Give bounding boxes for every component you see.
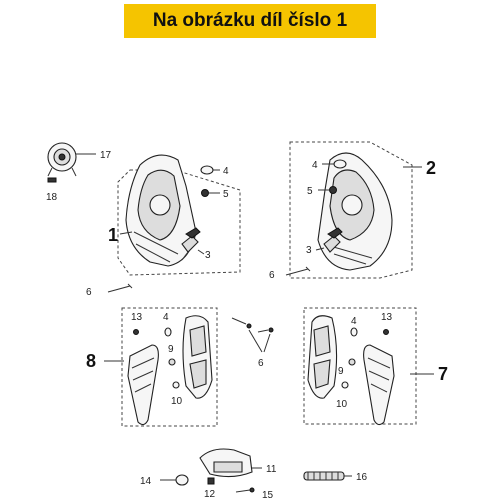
license-plate-light-part (199, 448, 253, 478)
banner-text: Na obrázku díl číslo 1 (152, 10, 348, 31)
clip-part (207, 477, 215, 485)
callout-8: 8 (86, 351, 96, 371)
callout-18: 18 (46, 192, 58, 203)
group-outline-1 (117, 169, 241, 276)
callout-4d: 4 (351, 316, 357, 327)
callout-4a: 4 (223, 166, 229, 177)
callout-3a: 3 (205, 250, 211, 261)
callout-4b: 4 (312, 160, 318, 171)
screw-6-left (107, 283, 133, 293)
small-screw-part (235, 487, 255, 493)
callout-16: 16 (356, 472, 368, 483)
left-tail-housing-part (182, 315, 213, 399)
part-number-banner: Na obrázku díl číslo 1 (124, 4, 376, 38)
callout-13b: 13 (381, 312, 393, 323)
leader-3b (315, 247, 325, 251)
leader-1 (119, 231, 133, 235)
horn-part (47, 142, 77, 177)
group-outline-2 (289, 141, 413, 279)
callout-6c: 6 (258, 358, 264, 369)
plate-bulb-part (175, 474, 189, 486)
callout-15: 15 (262, 490, 274, 500)
callout-12: 12 (204, 489, 216, 500)
bulb-part-right (333, 159, 347, 169)
left-tail-lens-part (127, 344, 159, 426)
main-bulb-part-right (323, 227, 343, 253)
right-tail-lens-part (363, 344, 395, 426)
callout-6a: 6 (86, 287, 92, 298)
bulb-part (200, 165, 214, 175)
group-outline-7 (303, 307, 417, 425)
callout-4c: 4 (163, 312, 169, 323)
callout-6b: 6 (269, 270, 275, 281)
callout-7: 7 (438, 364, 448, 384)
callout-13a: 13 (131, 312, 143, 323)
callout-2: 2 (426, 158, 436, 178)
callout-9a: 9 (168, 344, 174, 355)
callout-10b: 10 (336, 399, 348, 410)
center-screws-part (231, 317, 274, 353)
callout-3b: 3 (306, 245, 312, 256)
callout-5a: 5 (223, 189, 229, 200)
left-tail-small-parts (133, 327, 180, 389)
callout-17: 17 (100, 150, 112, 161)
callout-10a: 10 (171, 396, 183, 407)
group-outline-8 (121, 307, 218, 427)
right-headlight-part (317, 152, 393, 271)
left-headlight-part (125, 154, 197, 267)
main-bulb-part (181, 227, 201, 261)
screw-part (47, 177, 57, 183)
socket-part (201, 189, 209, 197)
callout-11: 11 (266, 464, 277, 475)
callout-9b: 9 (338, 366, 344, 377)
callout-5b: 5 (307, 186, 313, 197)
callout-1: 1 (108, 225, 118, 245)
callout-14: 14 (140, 476, 152, 487)
reflector-strip-part (303, 471, 345, 481)
right-tail-small-parts (341, 327, 389, 389)
leader-3a (197, 249, 205, 255)
screw-6-right (285, 266, 311, 276)
socket-part-right (329, 186, 337, 194)
right-tail-housing-part (307, 315, 338, 399)
